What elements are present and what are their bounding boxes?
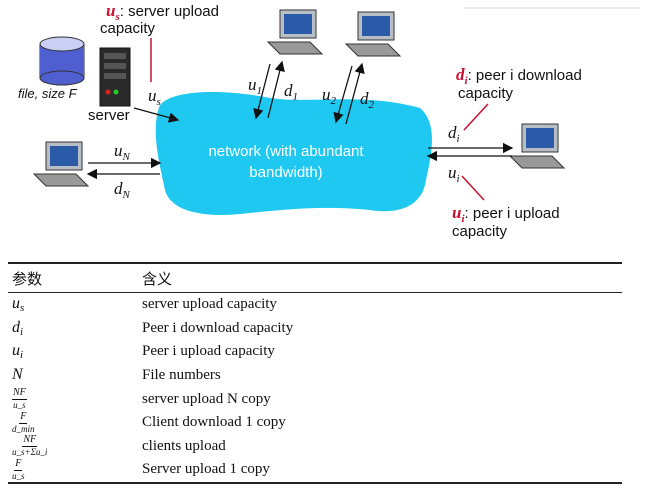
network-label-1: network (with abundant bbox=[208, 143, 364, 160]
table-header-row: 参数 含义 bbox=[8, 262, 622, 293]
network-cloud bbox=[155, 92, 432, 215]
file-size-label: file, size F bbox=[18, 86, 78, 101]
header-param: 参数 bbox=[8, 262, 138, 293]
row-symbol: N bbox=[12, 366, 23, 384]
link-uN-label: uN bbox=[114, 141, 131, 163]
ui-annotation: ui: peer i upload bbox=[452, 203, 560, 225]
row-symbol: di bbox=[12, 318, 24, 338]
peer-1-computer-icon bbox=[266, 9, 324, 55]
server-label: server bbox=[88, 107, 130, 124]
row-meaning: server upload capacity bbox=[142, 296, 277, 313]
link-u2-label: u2 bbox=[322, 85, 337, 107]
link-d1-label: d1 bbox=[284, 81, 298, 103]
ui-annotation-2: capacity bbox=[452, 223, 508, 240]
peer-n-computer-icon bbox=[32, 141, 90, 187]
row-meaning: server upload N copy bbox=[142, 390, 271, 407]
header-meaning: 含义 bbox=[138, 262, 622, 293]
row-symbol: us bbox=[12, 295, 25, 315]
row-meaning: Peer i upload capacity bbox=[142, 343, 275, 360]
link-dN-label: dN bbox=[114, 179, 131, 201]
row-symbol: ui bbox=[12, 342, 24, 362]
server-icon bbox=[99, 47, 131, 107]
link-u1-label: u1 bbox=[248, 75, 262, 97]
parameter-table: 参数 含义 us server upload capacity di Peer … bbox=[8, 262, 622, 484]
link-di-label: di bbox=[448, 123, 460, 145]
di-annotation: di: peer i download bbox=[456, 65, 582, 87]
p2p-network-diagram: network (with abundant bandwidth) file, … bbox=[18, 1, 640, 240]
us-annotation-2: capacity bbox=[100, 20, 156, 37]
link-ui-label: ui bbox=[448, 163, 460, 185]
row-meaning: Server upload 1 copy bbox=[138, 458, 622, 484]
file-database-icon bbox=[39, 36, 85, 86]
table-row: ui Peer i upload capacity bbox=[8, 340, 622, 364]
table-row: N File numbers bbox=[8, 364, 622, 388]
link-us-label: us bbox=[148, 86, 161, 108]
row-meaning: Peer i download capacity bbox=[142, 319, 294, 336]
network-label-2: bandwidth) bbox=[249, 164, 322, 181]
link-d2-label: d2 bbox=[360, 89, 375, 111]
us-annotation: us: server upload bbox=[106, 1, 219, 23]
peer-i-computer-icon bbox=[508, 123, 566, 169]
row-meaning: File numbers bbox=[142, 367, 221, 384]
row-meaning: clients upload bbox=[142, 437, 226, 454]
row-meaning: Client download 1 copy bbox=[142, 414, 286, 431]
table-row: di Peer i download capacity bbox=[8, 317, 622, 341]
peer-2-computer-icon bbox=[344, 11, 402, 57]
di-annotation-2: capacity bbox=[458, 85, 514, 102]
table-row: us server upload capacity bbox=[8, 293, 622, 317]
